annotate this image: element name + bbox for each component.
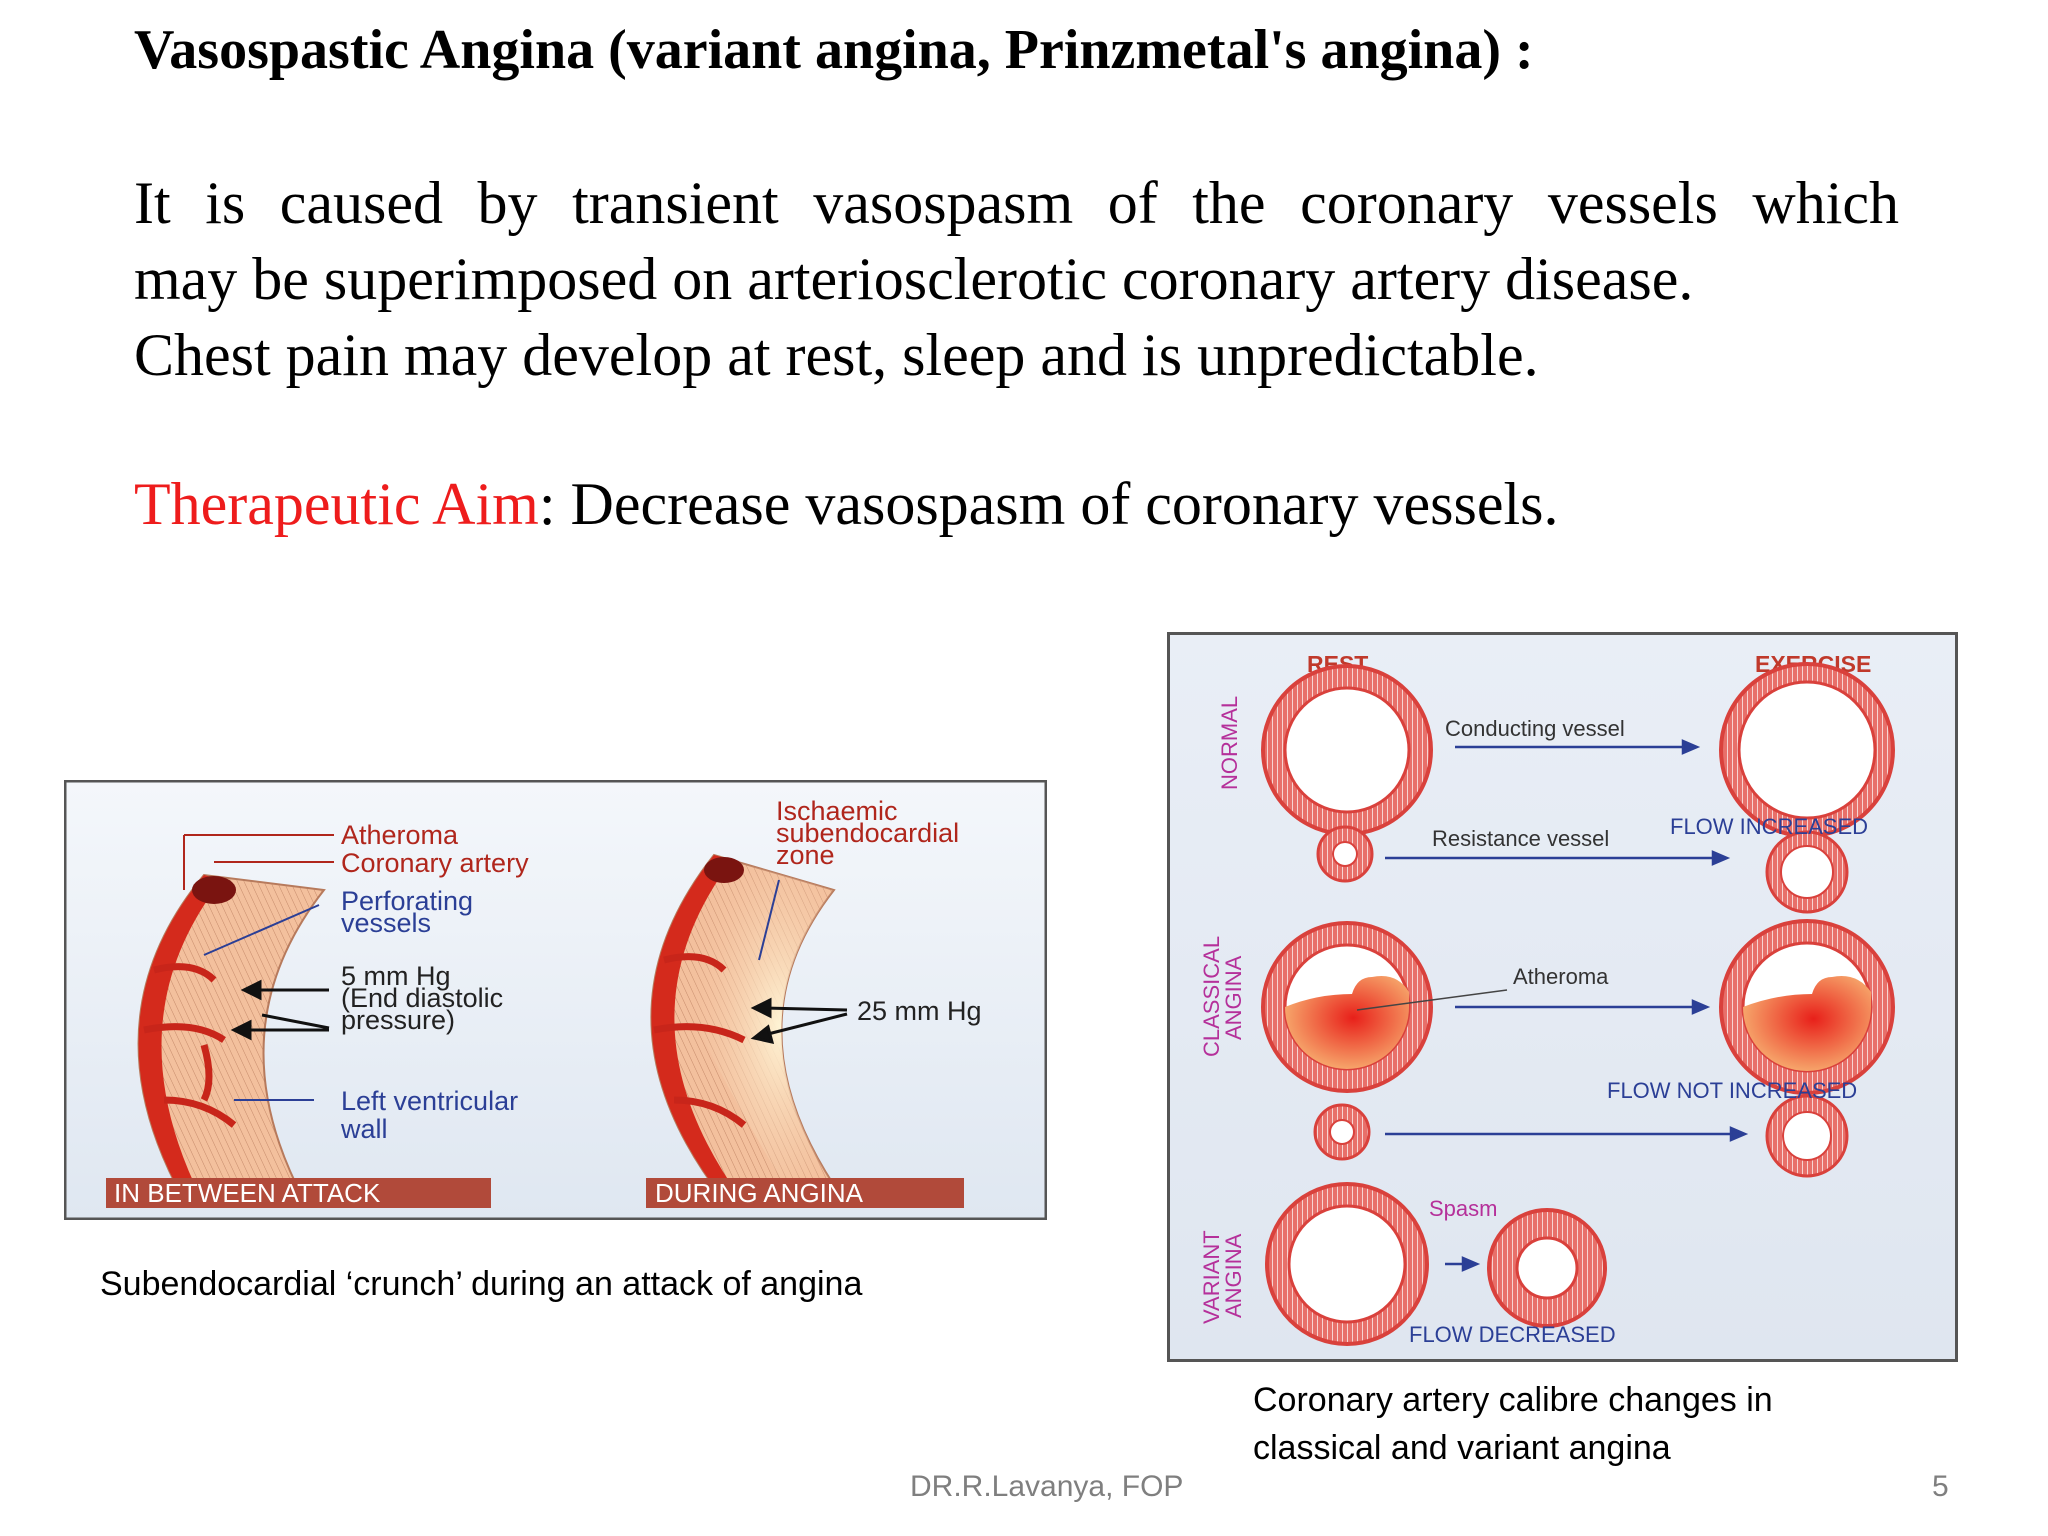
slide-title: Vasospastic Angina (variant angina, Prin…	[134, 19, 1534, 81]
right-caption-line-1: Coronary artery calibre changes in	[1253, 1381, 1773, 1419]
side-label-variant-2: ANGINA	[1221, 1233, 1246, 1318]
atheroma-plaque	[192, 876, 236, 904]
therapeutic-aim-label: Therapeutic Aim	[134, 471, 539, 537]
label-atheroma-right: Atheroma	[1513, 964, 1609, 989]
vessel-normal-conducting-exercise	[1719, 662, 1895, 838]
description-paragraph: It is caused by transient vasospasm of t…	[134, 165, 1899, 393]
side-label-classical-1: CLASSICAL	[1199, 936, 1224, 1057]
paragraph-line-3: Chest pain may develop at rest, sleep an…	[134, 322, 1539, 388]
banner-between-attack: IN BETWEEN ATTACK	[114, 1178, 381, 1208]
label-lv-1: Left ventricular	[341, 1086, 518, 1116]
label-resistance-vessel: Resistance vessel	[1432, 826, 1609, 851]
vessel-normal-resistance-exercise	[1765, 830, 1849, 914]
label-pressure-2: (End diastolic	[341, 983, 503, 1013]
label-ischaemic-2: subendocardial	[776, 818, 959, 848]
left-figure-caption: Subendocardial ‘crunch’ during an attack…	[100, 1265, 863, 1303]
label-flow-decreased: FLOW DECREASED	[1409, 1322, 1616, 1347]
banner-during-angina-bg	[646, 1178, 964, 1208]
footer-author: DR.R.Lavanya, FOP	[910, 1470, 1184, 1503]
paragraph-line-2: may be superimposed on arteriosclerotic …	[134, 246, 1694, 312]
right-caption-line-2: classical and variant angina	[1253, 1429, 1671, 1467]
vessel-variant-spasm	[1487, 1208, 1607, 1328]
label-pressure-3: pressure)	[341, 1005, 455, 1035]
label-conducting-vessel: Conducting vessel	[1445, 716, 1625, 741]
vessel-variant-rest	[1265, 1182, 1429, 1346]
label-25-mmhg: 25 mm Hg	[857, 996, 982, 1026]
side-label-classical-2: ANGINA	[1221, 955, 1246, 1040]
paragraph-line-1: It is caused by transient vasospasm of t…	[134, 170, 1899, 236]
label-ischaemic-1: Ischaemic	[776, 796, 898, 826]
label-flow-increased: FLOW INCREASED	[1670, 814, 1868, 839]
banner-during-angina: DURING ANGINA	[655, 1178, 864, 1208]
subendocardial-crunch-figure: Atheroma Coronary artery Perforating ves…	[64, 780, 1047, 1220]
side-label-variant-1: VARIANT	[1199, 1230, 1224, 1324]
vessel-classical-rest	[1261, 921, 1433, 1093]
vessel-classical-resistance-exercise	[1765, 1094, 1849, 1178]
calibre-changes-figure: REST EXERCISE NORMAL CLASSICAL ANGINA VA…	[1167, 632, 1958, 1362]
label-coronary-artery: Coronary artery	[341, 848, 529, 878]
therapeutic-aim: Therapeutic Aim: Decrease vasospasm of c…	[134, 470, 1559, 539]
banner-between-attack-bg	[106, 1178, 491, 1208]
vessel-classical-exercise	[1719, 919, 1895, 1095]
vessel-normal-conducting-rest	[1261, 664, 1433, 836]
label-spasm: Spasm	[1429, 1196, 1497, 1221]
therapeutic-aim-text: : Decrease vasospasm of coronary vessels…	[538, 471, 1559, 537]
vessel-classical-resistance-rest	[1313, 1103, 1371, 1161]
label-atheroma: Atheroma	[341, 820, 459, 850]
label-perforating-1: Perforating	[341, 886, 473, 916]
label-perforating-2: vessels	[341, 908, 431, 938]
vessel-normal-resistance-rest	[1316, 825, 1374, 883]
label-lv-2: wall	[340, 1114, 388, 1144]
label-flow-not-increased: FLOW NOT INCREASED	[1607, 1078, 1857, 1103]
page-number: 5	[1932, 1470, 1949, 1503]
label-pressure-1: 5 mm Hg	[341, 961, 451, 991]
right-figure-caption: Coronary artery calibre changes in class…	[1253, 1376, 1773, 1472]
side-label-normal: NORMAL	[1217, 696, 1242, 790]
label-ischaemic-3: zone	[776, 840, 835, 870]
